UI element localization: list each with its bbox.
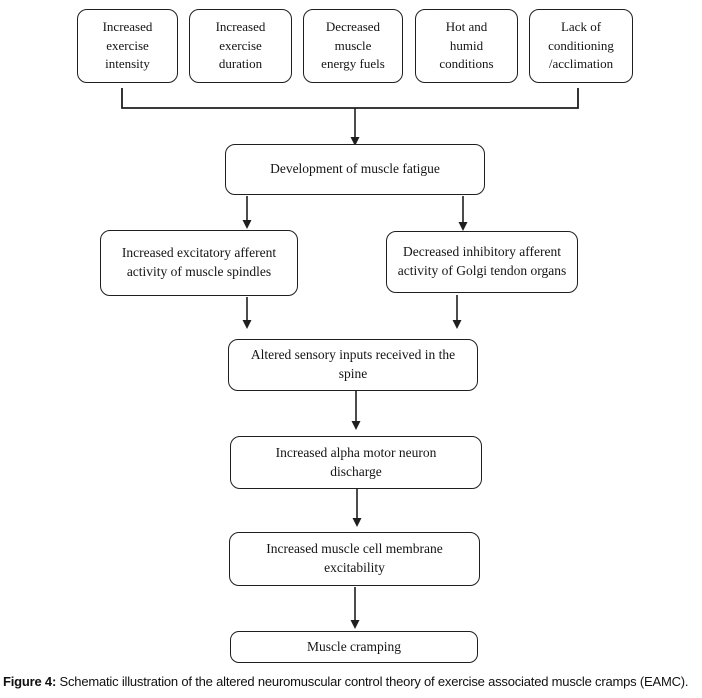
- arrow-spine-to-alpha: [351, 391, 361, 430]
- node-label: Muscle cramping: [306, 638, 402, 654]
- arrow-alpha-to-membrane: [352, 489, 362, 527]
- node-altered-sensory-inputs: Altered sensory inputs received in the s…: [228, 339, 478, 391]
- node-label: Increased exercise duration: [215, 19, 266, 72]
- node-lack-of-conditioning: Lack of conditioning /acclimation: [529, 9, 633, 83]
- node-label: Increased alpha motor neuron discharge: [275, 444, 437, 479]
- node-label: Hot and humid conditions: [439, 19, 494, 72]
- arrow-fatigue-to-golgi: [458, 196, 468, 231]
- figure-caption-text: Schematic illustration of the altered ne…: [56, 674, 689, 689]
- node-decreased-inhibitory-afferent: Decreased inhibitory afferent activity o…: [386, 231, 578, 293]
- node-decreased-muscle-energy-fuels: Decreased muscle energy fuels: [303, 9, 403, 83]
- node-development-of-muscle-fatigue: Development of muscle fatigue: [225, 144, 485, 195]
- node-increased-excitatory-afferent: Increased excitatory afferent activity o…: [100, 230, 298, 296]
- node-muscle-cramping: Muscle cramping: [230, 631, 478, 663]
- node-label: Decreased muscle energy fuels: [321, 19, 385, 72]
- arrow-bracket-to-fatigue: [350, 108, 360, 146]
- arrow-golgi-to-spine: [452, 295, 462, 329]
- figure-caption: Figure 4: Schematic illustration of the …: [3, 674, 701, 690]
- node-label: Increased excitatory afferent activity o…: [121, 245, 277, 279]
- node-increased-membrane-excitability: Increased muscle cell membrane excitabil…: [229, 532, 480, 586]
- node-increased-exercise-duration: Increased exercise duration: [189, 9, 292, 83]
- node-increased-exercise-intensity: Increased exercise intensity: [77, 9, 178, 83]
- figure-caption-label: Figure 4:: [3, 674, 57, 689]
- node-increased-alpha-motor-neuron-discharge: Increased alpha motor neuron discharge: [230, 436, 482, 489]
- node-label: Increased muscle cell membrane excitabil…: [266, 541, 443, 575]
- node-label: Lack of conditioning /acclimation: [548, 19, 614, 72]
- bracket-line: [121, 88, 579, 109]
- node-label: Increased exercise intensity: [102, 19, 153, 72]
- arrow-spindles-to-spine: [242, 297, 252, 329]
- arrow-fatigue-to-spindles: [242, 196, 252, 229]
- node-hot-humid-conditions: Hot and humid conditions: [415, 9, 518, 83]
- node-label: Development of muscle fatigue: [270, 161, 440, 177]
- arrow-membrane-to-cramp: [350, 587, 360, 629]
- node-label: Decreased inhibitory afferent activity o…: [397, 244, 567, 278]
- node-label: Altered sensory inputs received in the s…: [250, 347, 456, 381]
